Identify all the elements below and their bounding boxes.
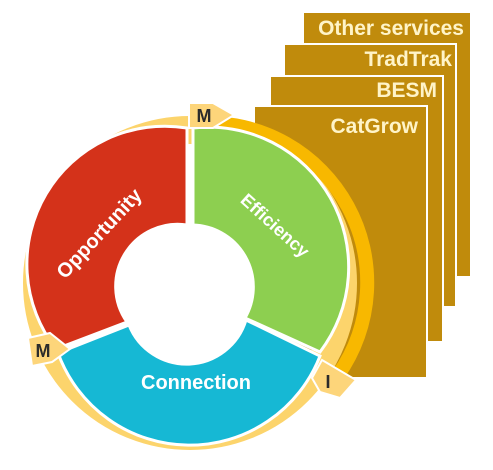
marker-arrow-shape bbox=[26, 331, 72, 368]
marker-label: M bbox=[36, 341, 51, 361]
service-card-label: CatGrow bbox=[330, 115, 418, 138]
marker-arrow-shape bbox=[310, 358, 358, 400]
segment-label-connection: Connection bbox=[141, 372, 251, 394]
service-card-label: TradTrak bbox=[364, 48, 452, 71]
marker-m-left: M bbox=[26, 331, 72, 368]
service-card-label: Other services bbox=[318, 17, 464, 40]
service-card-label: BESM bbox=[376, 79, 437, 102]
marker-i-right: I bbox=[310, 358, 358, 400]
marker-label: I bbox=[325, 372, 330, 392]
segment-opportunity bbox=[25, 124, 189, 351]
marker-arrow-shape bbox=[188, 102, 236, 129]
cycle-markers: M M I bbox=[26, 102, 358, 400]
outer-ring-gold-arc bbox=[193, 115, 375, 382]
center-hole bbox=[130, 225, 246, 341]
cycle-segments bbox=[25, 124, 351, 447]
segment-connection bbox=[56, 317, 322, 447]
marker-label: M bbox=[197, 106, 212, 126]
segment-efficiency bbox=[191, 125, 351, 354]
marker-m-top: M bbox=[188, 102, 236, 129]
